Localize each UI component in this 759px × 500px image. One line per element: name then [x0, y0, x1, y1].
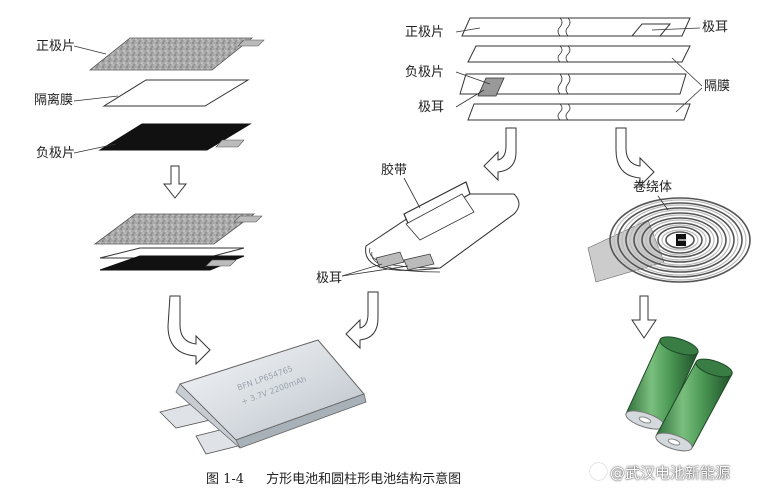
- positive-electrode-sheet: [88, 37, 254, 71]
- label-wound-positive: 正极片: [405, 25, 445, 40]
- figure-title: 方形电池和圆柱形电池结构示意图: [266, 472, 462, 487]
- arrow-down-right: [631, 295, 657, 339]
- flat-wound-core: [341, 177, 520, 277]
- label-wound-tab-top: 极耳: [702, 20, 729, 35]
- label-negative-electrode: 负极片: [36, 146, 76, 161]
- jelly-roll: [587, 195, 751, 283]
- arrow-curved-to-roll: [615, 127, 655, 188]
- label-separator: 隔离膜: [34, 93, 74, 108]
- negative-tab: [215, 139, 245, 148]
- separator-sheet: [102, 79, 250, 107]
- leader-pos: [73, 45, 107, 55]
- label-positive-electrode: 正极片: [36, 39, 76, 54]
- stacked-electrode-assembled: [93, 213, 263, 271]
- arrow-curved-core-to-pouch: [345, 291, 379, 350]
- label-wound-negative: 负极片: [405, 65, 445, 80]
- figure-number: 图 1-4: [206, 472, 245, 487]
- watermark: @武汉电池新能源: [590, 462, 730, 483]
- label-tape: 胶带: [381, 163, 408, 178]
- cylindrical-cells: [625, 336, 733, 452]
- leader-neg: [73, 143, 117, 154]
- watermark-text: @武汉电池新能源: [610, 464, 731, 482]
- leader-sep: [73, 95, 119, 102]
- negative-electrode-sheet: [98, 123, 252, 151]
- arrow-curved-to-tape: [483, 127, 517, 182]
- cylinder-cell-back: [625, 336, 699, 430]
- label-wound-separator: 隔膜: [704, 79, 731, 94]
- label-jelly-roll: 卷绕体: [633, 180, 673, 195]
- figure-caption: 图 1-4 方形电池和圆柱形电池结构示意图: [206, 468, 461, 487]
- positive-tab: [237, 39, 265, 47]
- label-pouch-tab: 极耳: [316, 271, 343, 286]
- pouch-battery: [159, 339, 367, 455]
- arrow-down-left-1: [162, 165, 188, 199]
- label-wound-tab-bottom: 极耳: [418, 100, 445, 115]
- arrow-curved-left-2: [167, 295, 211, 366]
- wound-layers: [455, 17, 703, 121]
- stacked-electrode-exploded: [73, 37, 265, 154]
- cylinder-cell-front: [655, 358, 733, 452]
- watermark-logo-icon: [590, 463, 607, 480]
